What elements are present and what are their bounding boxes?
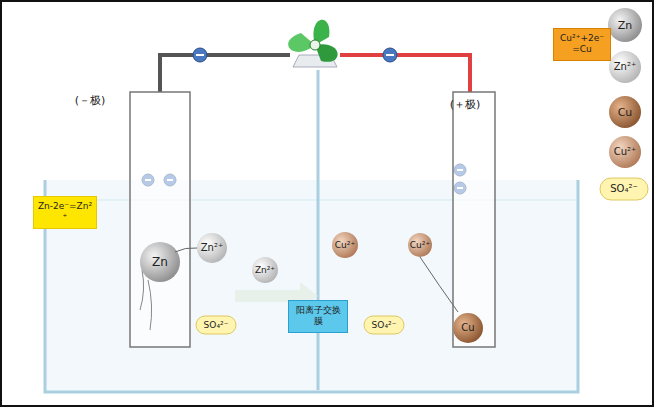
- node-text: 阳离子交换膜: [292, 305, 344, 328]
- legend-label: Cu: [618, 107, 633, 118]
- equation-box: Cu²⁺+2e⁻=Cu: [553, 28, 611, 61]
- legend-label: Zn²⁺: [614, 62, 636, 72]
- legend-label: SO₄²⁻: [610, 184, 638, 194]
- legend-label: Zn: [618, 20, 633, 31]
- ion-label: SO₄²⁻: [372, 321, 397, 330]
- legend-label: Cu²⁺: [614, 147, 637, 157]
- ion-label: Cu²⁺: [335, 241, 355, 250]
- node-text: Zn-2e⁻=Zn²⁺: [37, 201, 93, 224]
- node-text: Cu²⁺+2e⁻=Cu: [557, 33, 607, 56]
- electrode-sign: (＋极): [450, 99, 481, 110]
- ion-label: Zn²⁺: [201, 243, 223, 253]
- electrode-sign: (－极): [75, 95, 106, 106]
- membrane-label: 阳离子交换膜: [288, 300, 348, 333]
- atom-label: Cu: [461, 323, 474, 333]
- atom-label: Zn: [152, 256, 168, 268]
- ion-label: Zn²⁺: [255, 266, 275, 275]
- equation-box: Zn-2e⁻=Zn²⁺: [33, 196, 97, 229]
- ion-label: SO₄²⁻: [204, 321, 229, 330]
- ion-label: Cu²⁺: [410, 241, 430, 250]
